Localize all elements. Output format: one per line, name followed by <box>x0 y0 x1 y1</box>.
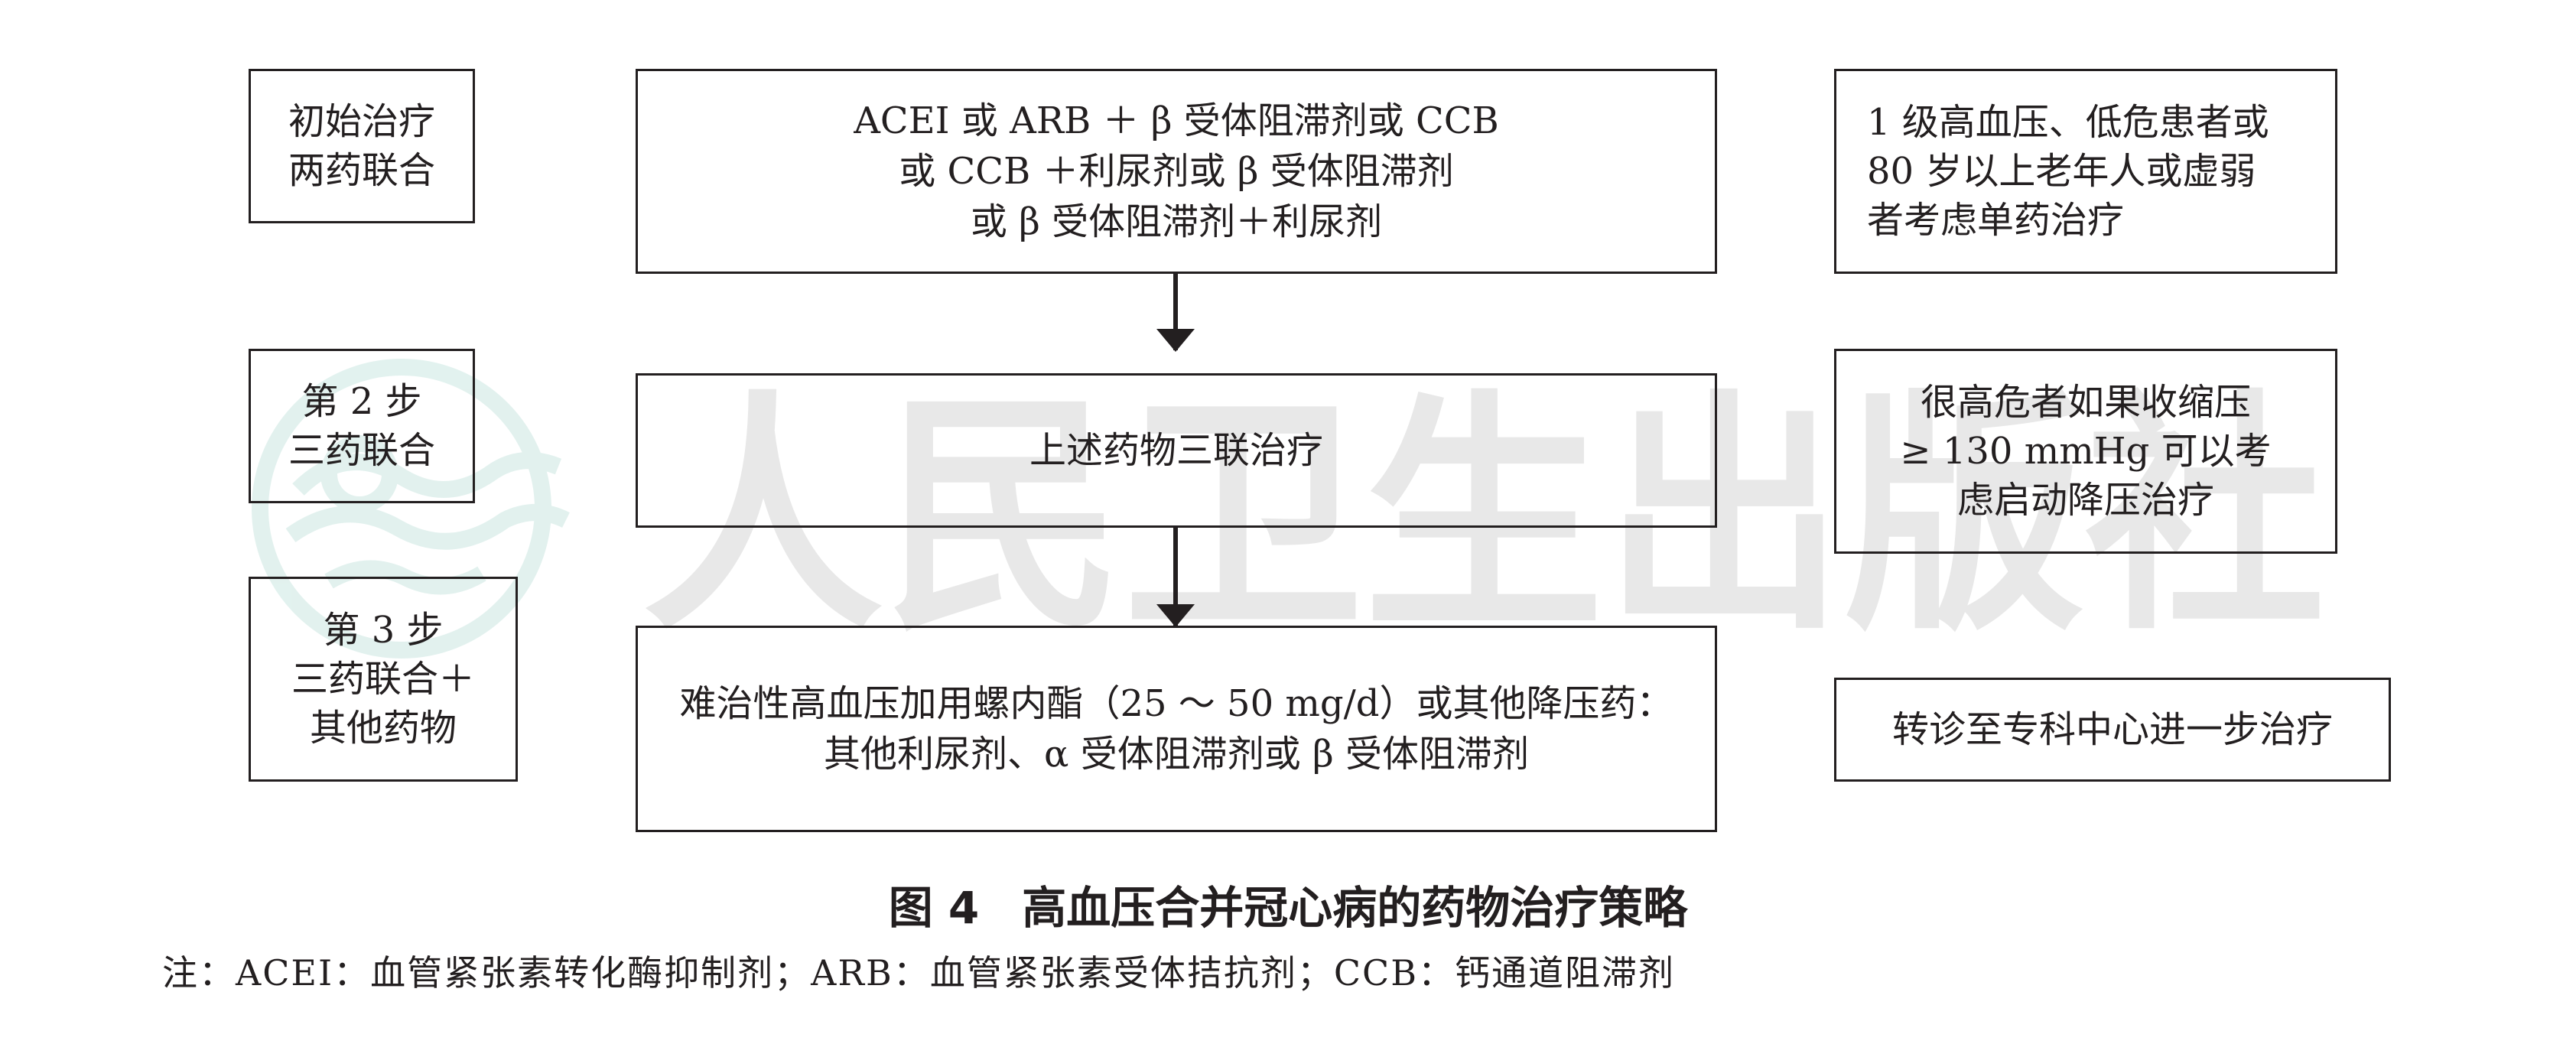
step-3-note-box: 转诊至专科中心进一步治疗 <box>1834 678 2391 782</box>
figure-label: 图 4 <box>888 882 980 934</box>
step-1-therapy-line: 或 β 受体阻滞剂＋利尿剂 <box>970 200 1383 243</box>
step-2-note-line: 虑启动降压治疗 <box>1956 479 2214 522</box>
step-1-note-line: 1 级高血压、低危患者或 <box>1867 101 2269 144</box>
step-3-therapy-box: 难治性高血压加用螺内酯（25 ～ 50 mg/d）或其他降压药： 其他利尿剂、α… <box>636 626 1717 832</box>
step-2-note-line: 很高危者如果收缩压 <box>1920 381 2251 424</box>
step-1-label-line: 两药联合 <box>288 149 435 192</box>
step-1-therapy-line: 或 CCB ＋利尿剂或 β 受体阻滞剂 <box>899 150 1454 193</box>
step-2-note-box: 很高危者如果收缩压 ≥ 130 mmHg 可以考 虑启动降压治疗 <box>1834 349 2337 554</box>
step-1-label-line: 初始治疗 <box>288 100 435 143</box>
step-1-label-box: 初始治疗 两药联合 <box>249 69 475 223</box>
step-2-label-line: 第 2 步 <box>301 380 422 423</box>
step-2-therapy-box: 上述药物三联治疗 <box>636 373 1717 528</box>
figure-title: 高血压合并冠心病的药物治疗策略 <box>1022 882 1688 934</box>
step-3-note-line: 转诊至专科中心进一步治疗 <box>1891 708 2333 751</box>
step-3-label-line: 第 3 步 <box>323 609 444 652</box>
step-1-note-line: 80 岁以上老年人或虚弱 <box>1867 150 2256 193</box>
step-2-note-line: ≥ 130 mmHg 可以考 <box>1900 430 2272 473</box>
step-2-label-box: 第 2 步 三药联合 <box>249 349 475 503</box>
step-1-therapy-box: ACEI 或 ARB ＋ β 受体阻滞剂或 CCB 或 CCB ＋利尿剂或 β … <box>636 69 1717 274</box>
step-3-label-line: 其他药物 <box>309 707 457 750</box>
step-3-therapy-line: 难治性高血压加用螺内酯（25 ～ 50 mg/d）或其他降压药： <box>679 682 1673 725</box>
step-2-therapy-line: 上述药物三联治疗 <box>1029 429 1323 472</box>
abbreviation-note: 注：ACEI：血管紧张素转化酶抑制剂；ARB：血管紧张素受体拮抗剂；CCB：钙通… <box>162 952 1676 994</box>
arrow-step-1-to-2 <box>1156 274 1195 352</box>
step-1-note-line: 者考虑单药治疗 <box>1867 199 2125 242</box>
step-1-therapy-line: ACEI 或 ARB ＋ β 受体阻滞剂或 CCB <box>854 99 1499 142</box>
arrow-step-2-to-3 <box>1156 528 1195 627</box>
step-2-label-line: 三药联合 <box>288 429 435 472</box>
step-1-note-box: 1 级高血压、低危患者或 80 岁以上老年人或虚弱 者考虑单药治疗 <box>1834 69 2337 274</box>
step-3-label-box: 第 3 步 三药联合＋ 其他药物 <box>249 577 518 782</box>
figure-caption: 图 4 高血压合并冠心病的药物治疗策略 <box>0 872 2576 936</box>
step-3-therapy-line: 其他利尿剂、α 受体阻滞剂或 β 受体阻滞剂 <box>824 733 1529 776</box>
step-3-label-line: 三药联合＋ <box>291 658 475 701</box>
